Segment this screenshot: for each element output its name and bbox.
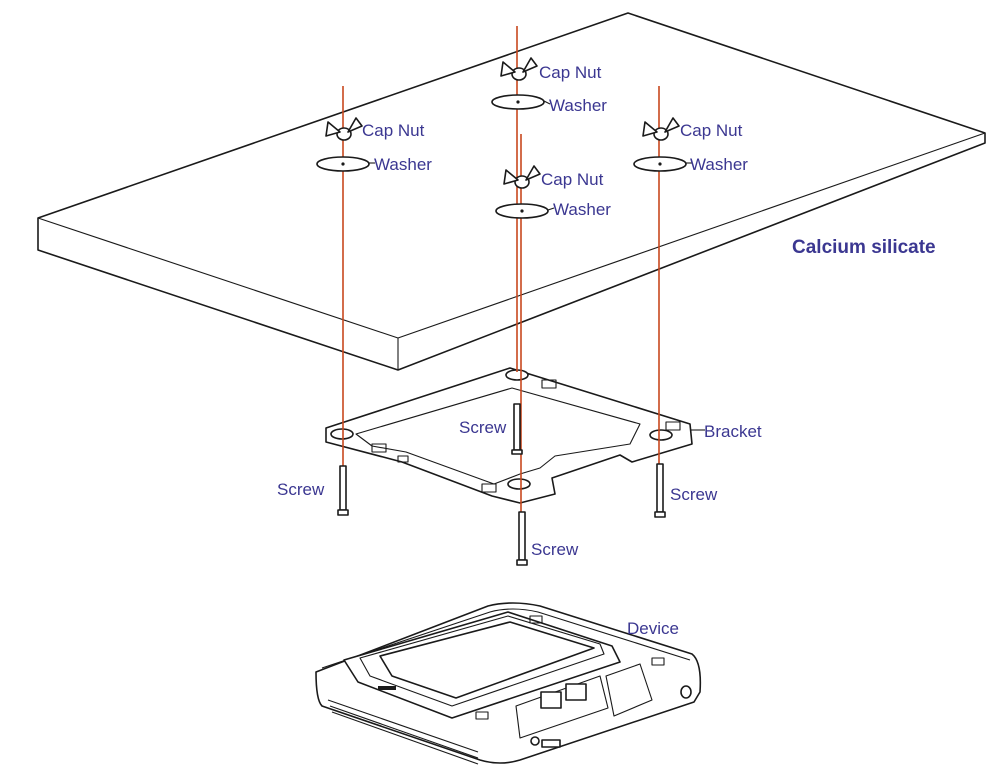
label-device: Device [627, 619, 679, 638]
device [315, 602, 702, 765]
bracket-hole [330, 369, 673, 490]
calcium-silicate-board [37, 12, 986, 371]
screw-icon [337, 465, 349, 516]
label-washer-left: Washer [374, 155, 432, 174]
label-washer-center: Washer [553, 200, 611, 219]
washer-icon [633, 156, 687, 172]
label-calcium-silicate: Calcium silicate [792, 237, 936, 258]
cap-nut-icon [325, 117, 363, 141]
cap-nut-icon [500, 57, 538, 81]
label-screw-left: Screw [277, 480, 325, 499]
bracket [325, 367, 693, 504]
label-bracket: Bracket [704, 422, 762, 441]
washer-icon [316, 156, 370, 172]
label-screw-center: Screw [531, 540, 579, 559]
label-screw-top: Screw [459, 418, 507, 437]
label-washer-right: Washer [690, 155, 748, 174]
label-screw-right: Screw [670, 485, 718, 504]
label-washer-top: Washer [549, 96, 607, 115]
cap-nut-icon [642, 117, 680, 141]
bracket-slot [371, 379, 681, 493]
label-cap-nut-top: Cap Nut [539, 63, 602, 82]
screw-icon [654, 463, 666, 518]
label-cap-nut-center: Cap Nut [541, 170, 604, 189]
washer-icon [491, 94, 545, 110]
screw-icon [516, 511, 528, 566]
label-cap-nut-left: Cap Nut [362, 121, 425, 140]
washer-icon [495, 203, 549, 219]
screw-icon [511, 403, 523, 455]
leader-lines [369, 100, 705, 431]
label-cap-nut-right: Cap Nut [680, 121, 743, 140]
cap-nut-icon [503, 165, 541, 189]
